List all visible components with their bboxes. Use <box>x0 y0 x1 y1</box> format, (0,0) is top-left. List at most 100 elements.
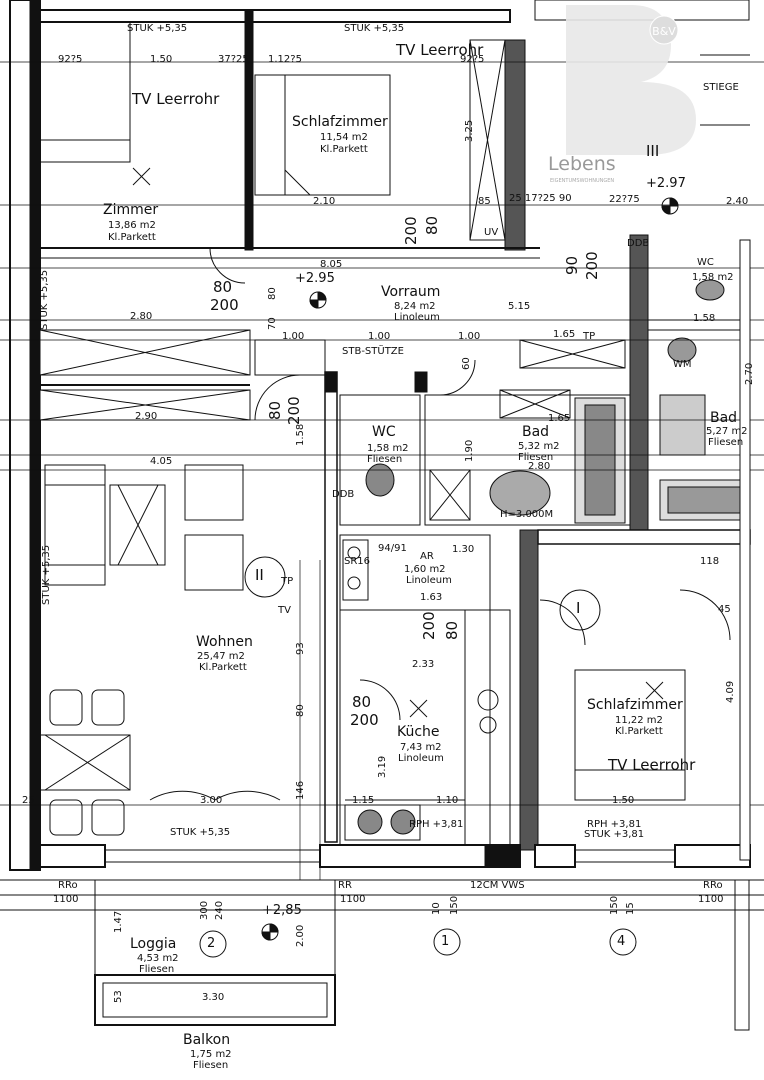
room-schlafzimmer-top-name: Schlafzimmer <box>292 114 388 130</box>
dim-409: 4.09 <box>725 680 736 703</box>
label-ddb-right: DDB <box>627 238 650 249</box>
label-stuk-top-mid: STUK +5,35 <box>344 23 405 34</box>
marker-I: I <box>576 599 581 617</box>
room-schlafzimmer-top-floor: Kl.Parkett <box>320 144 368 155</box>
dim-290: 2.90 <box>135 411 158 422</box>
dim-330: 3.30 <box>202 992 225 1003</box>
dim-805: 8.05 <box>320 259 343 270</box>
label-level-297: +2.97 <box>646 176 686 191</box>
dim-h: H=3.000M <box>500 509 554 520</box>
label-tp-right: TP <box>583 331 596 342</box>
label-rph-kitchen: RPH +3,81 <box>409 819 464 830</box>
label-rro-right: RRo <box>703 880 723 891</box>
label-ddb: DDB <box>332 489 355 500</box>
dim-325: 3.25 <box>464 119 475 142</box>
label-rro-left-1100: 1100 <box>53 894 79 905</box>
room-wc-right-area: 1,58 m2 <box>692 272 734 283</box>
dim-80-hall-v: 80 <box>267 287 278 300</box>
label-vws: 12CM VWS <box>470 880 525 891</box>
door-80-hall: 80 <box>213 278 233 296</box>
room-balkon-area: 1,75 m2 <box>190 1049 232 1060</box>
door-200-kitchen: 200 <box>350 711 379 729</box>
dim-200-ar: 200 <box>420 611 438 640</box>
marker-III: III <box>646 142 660 160</box>
room-wc-floor: Fliesen <box>367 454 403 465</box>
room-kueche-floor: Linoleum <box>398 753 444 764</box>
room-kueche-name: Küche <box>397 724 440 740</box>
room-schlafzimmer-right-floor: Kl.Parkett <box>615 726 663 737</box>
dim-233: 2.33 <box>412 659 435 670</box>
dim-45: 45 <box>718 604 731 615</box>
dim-200-loggia: 2.00 <box>295 924 306 947</box>
door-200-hall: 200 <box>210 296 239 314</box>
room-bad-right-name: Bad <box>710 410 738 426</box>
room-wc-right-name: WC <box>697 257 714 268</box>
label-stuk-top-left: STUK +5,35 <box>127 23 188 34</box>
room-zimmer-name: Zimmer <box>103 202 159 218</box>
dim-60: 60 <box>461 357 472 370</box>
dim-stuk-left-b: STUK +5,35 <box>41 544 52 605</box>
dim-158: 1.58 <box>693 313 716 324</box>
dim-319: 3.19 <box>377 755 388 778</box>
label-rro-left: RRo <box>58 880 78 891</box>
label-rph-right: RPH +3,81 <box>587 819 642 830</box>
dim-115: 1.15 <box>352 795 375 806</box>
room-ar-floor: Linoleum <box>406 575 452 586</box>
dim-80-ar: 80 <box>443 620 461 640</box>
dim-270: 2.70 <box>744 362 755 385</box>
room-wohnen-area: 25,47 m2 <box>197 651 245 662</box>
room-bad-floor: Fliesen <box>518 452 554 463</box>
wall-top-left <box>39 9 251 23</box>
label-stb-stuetze: STB-STÜTZE <box>342 346 404 357</box>
dim-80-top: 80 <box>423 215 441 235</box>
dim-93: 93 <box>295 642 306 655</box>
logo-text: Lebens <box>548 153 616 175</box>
room-loggia-floor: Fliesen <box>139 964 175 975</box>
room-vorraum-floor: Linoleum <box>394 312 440 323</box>
dim-80-wohnen: 80 <box>266 400 284 420</box>
dim-53: 53 <box>113 990 124 1003</box>
dim-15: 15 <box>625 902 636 915</box>
dim-150-a: 150 <box>449 895 460 915</box>
room-schlafzimmer-right-area: 11,22 m2 <box>615 715 663 726</box>
room-schlafzimmer-right-name: Schlafzimmer <box>587 697 683 713</box>
dim-100-b: 1.00 <box>368 331 391 342</box>
marker-1: 1 <box>441 934 450 949</box>
dim-70: 70 <box>267 317 278 330</box>
dim-165: 1.65 <box>553 329 576 340</box>
dim-85: 85 <box>478 196 491 207</box>
marker-2: 2 <box>207 936 216 951</box>
lebensraeume-logo: B&V Lebens EIGENTUMSWOHNUNGEN <box>548 5 696 184</box>
dim-11275: 1.12?5 <box>268 54 302 65</box>
dim-10-a: 10 <box>431 902 442 915</box>
dim-150-right: 1.50 <box>612 795 635 806</box>
door-80-kitchen: 80 <box>352 693 372 711</box>
room-balkon-floor: Fliesen <box>193 1060 229 1071</box>
dim-94: 94/91 <box>378 543 407 554</box>
dim-146: 146 <box>295 780 306 800</box>
room-kueche-area: 7,43 m2 <box>400 742 442 753</box>
label-tp: TP <box>281 576 294 587</box>
dim-150-b: 150 <box>609 895 620 915</box>
dim-200-top: 200 <box>402 216 420 245</box>
dim-240: 2.40 <box>726 196 749 207</box>
room-vorraum-area: 8,24 m2 <box>394 301 436 312</box>
room-bad-area: 5,32 m2 <box>518 441 560 452</box>
dim-925: 92?5 <box>58 54 83 65</box>
label-tv-leerrohr-zimmer: TV Leerrohr <box>132 90 220 108</box>
label-stiege: STIEGE <box>703 82 739 93</box>
dim-240-v: 240 <box>214 900 225 920</box>
room-wohnen-name: Wohnen <box>196 634 253 650</box>
room-schlafzimmer-top-area: 11,54 m2 <box>320 132 368 143</box>
dim-405: 4.05 <box>150 456 173 467</box>
dim-100-a: 1.00 <box>282 331 305 342</box>
marker-4: 4 <box>617 934 626 949</box>
label-uv: UV <box>484 227 499 238</box>
room-loggia-name: Loggia <box>130 936 177 952</box>
dim-2275: 22?75 <box>609 194 640 205</box>
dim-280: 2.80 <box>130 311 153 322</box>
logo-mark: B&V <box>652 25 676 38</box>
label-rro-right-1100: 1100 <box>698 894 724 905</box>
dim-210: 2.10 <box>313 196 336 207</box>
